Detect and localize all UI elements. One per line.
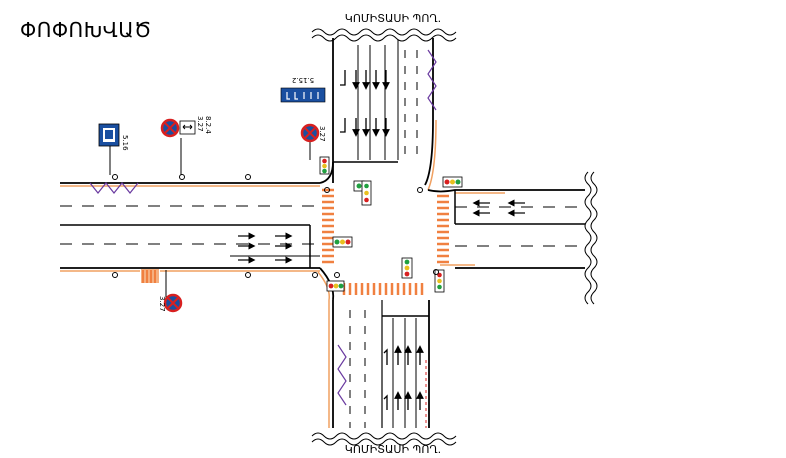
sign-label-3-27-a: 3.27 bbox=[196, 116, 204, 132]
traffic-light-icon bbox=[434, 269, 445, 293]
bottom-road bbox=[311, 267, 457, 446]
no-stopping-sign-icon bbox=[160, 118, 182, 175]
lane-direction-sign-icon bbox=[280, 87, 326, 103]
crosswalk-bottom bbox=[342, 283, 424, 295]
crosswalk-left bbox=[322, 188, 334, 264]
diagram-title: ՓՈՓՈԽՎԱԾ bbox=[20, 18, 152, 42]
traffic-light-icon bbox=[332, 236, 353, 248]
sign-label-3-27-b: 3.27 bbox=[318, 126, 326, 142]
sign-label-5-15-2: 5.15.2 bbox=[292, 76, 314, 84]
no-stopping-sign-icon bbox=[163, 270, 183, 313]
sign-label-5-16: 5.16 bbox=[121, 135, 129, 151]
traffic-light-icon bbox=[326, 280, 345, 292]
corner-markers bbox=[324, 187, 439, 278]
right-road bbox=[427, 171, 598, 305]
left-road bbox=[60, 161, 334, 283]
top-road bbox=[311, 28, 457, 191]
sign-label-3-27-c: 3.27 bbox=[158, 296, 166, 312]
street-label-top: ԿՈՄԻՏԱՍԻ ՊՈՂ. bbox=[345, 12, 441, 25]
sign-label-8-2-4: 8.2.4 bbox=[204, 116, 212, 134]
traffic-light-icon bbox=[319, 156, 330, 175]
traffic-light-icon bbox=[353, 180, 372, 206]
distance-plate-icon bbox=[179, 120, 196, 135]
traffic-light-icon bbox=[401, 257, 413, 279]
street-label-bottom: ԿՈՄԻՏԱՍԻ ՊՈՂ. bbox=[345, 443, 441, 456]
crosswalk-right bbox=[437, 194, 449, 264]
no-stopping-sign-icon bbox=[300, 123, 320, 160]
traffic-light-icon bbox=[442, 176, 463, 188]
bus-stop-sign-icon bbox=[98, 123, 120, 175]
